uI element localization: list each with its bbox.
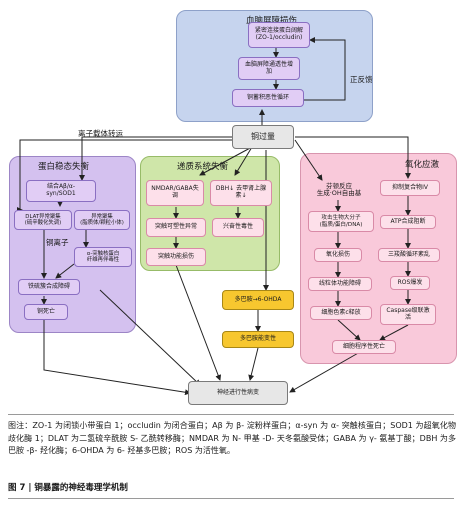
alpha-synuclein-node: α-突触核蛋白 纤维再伴毒性 (74, 247, 132, 267)
copper-ion-label: 铜离子 (46, 238, 69, 247)
positive-feedback-label: 正反馈 (350, 75, 373, 84)
neurodegeneration-node: 神经进行性病变 (188, 381, 288, 405)
bbb-region-title: 血脑屏障损伤 (246, 16, 298, 26)
ion-transport-label: 离子载体转运 (78, 129, 123, 138)
oxidative-damage-node: 氧化损伤 (314, 248, 362, 262)
figure-caption: 图注：ZO-1 为闭锁小带蛋白 1；occludin 为闭合蛋白；Aβ 为 β-… (8, 421, 456, 455)
figure-title: 图 7 | 铜暴露的神经毒理学机制 (8, 483, 128, 493)
copper-accumulation-node: 铜蓄积恶性循环 (232, 89, 304, 107)
ros-burst-node: ROS爆发 (390, 276, 430, 290)
bbb-permeability-node: 血脑屏障通透性增 加 (238, 57, 300, 80)
complex-iv-node: 抑制复合物IV (380, 180, 440, 196)
bottom-divider (8, 498, 454, 499)
excitotoxicity-node: 兴奋性毒性 (212, 218, 264, 237)
fenton-node: 芬顿反应 生成·OH自由基 (316, 181, 362, 197)
nmdar-gaba-node: NMDAR/GABA失 调 (146, 180, 204, 206)
cytochrome-c-node: 细胞色素c释放 (310, 306, 372, 320)
dlat-aggregation-node: DLAT异常聚集 (硫辛酸化失调) (14, 210, 72, 230)
atp-block-node: ATP合成阻断 (380, 215, 436, 229)
neuro-region-title: 递质系统失衡 (177, 162, 229, 172)
caspase-node: Caspase级联激 活 (380, 304, 436, 325)
caption-divider (8, 414, 454, 415)
abeta-node: 结合Aβ/α- syn/SOD1 (26, 180, 96, 202)
cuproptosis-node: 铜死亡 (24, 304, 68, 320)
dopamine-6ohda-node: 多巴胺→6-OHDA (222, 290, 294, 310)
synaptic-plasticity-node: 突触可塑性异常 (146, 218, 206, 237)
abnormal-aggregation-node: 异常聚集 (脂质体/颗粒小体) (74, 210, 130, 230)
dopaminergic-degeneration-node: 多巴胺能变性 (222, 331, 294, 348)
copper-excess-node: 铜过量 (232, 125, 294, 149)
mitochondrial-dysfunction-node: 线粒体功能障碍 (308, 277, 372, 291)
iron-sulfur-node: 铁硫簇合成障碍 (18, 279, 80, 295)
oxidative-region-title: 氧化应激 (405, 160, 440, 170)
dbh-node: DBH↓ 去甲肾上腺 素↓ (210, 180, 272, 206)
zo1-node: 紧密连接蛋白阔解 (ZO-1/occludin) (248, 22, 310, 48)
tca-disorder-node: 三羧酸循环紊乱 (378, 248, 440, 262)
biomolecule-attack-node: 攻击生物大分子 (脂质/蛋白/DNA) (308, 211, 374, 232)
protein-region-title: 蛋白稳态失衡 (38, 162, 90, 172)
programmed-death-node: 细胞程序性死亡 (332, 340, 396, 354)
synaptic-dysfunction-node: 突触功能损伤 (146, 248, 206, 266)
